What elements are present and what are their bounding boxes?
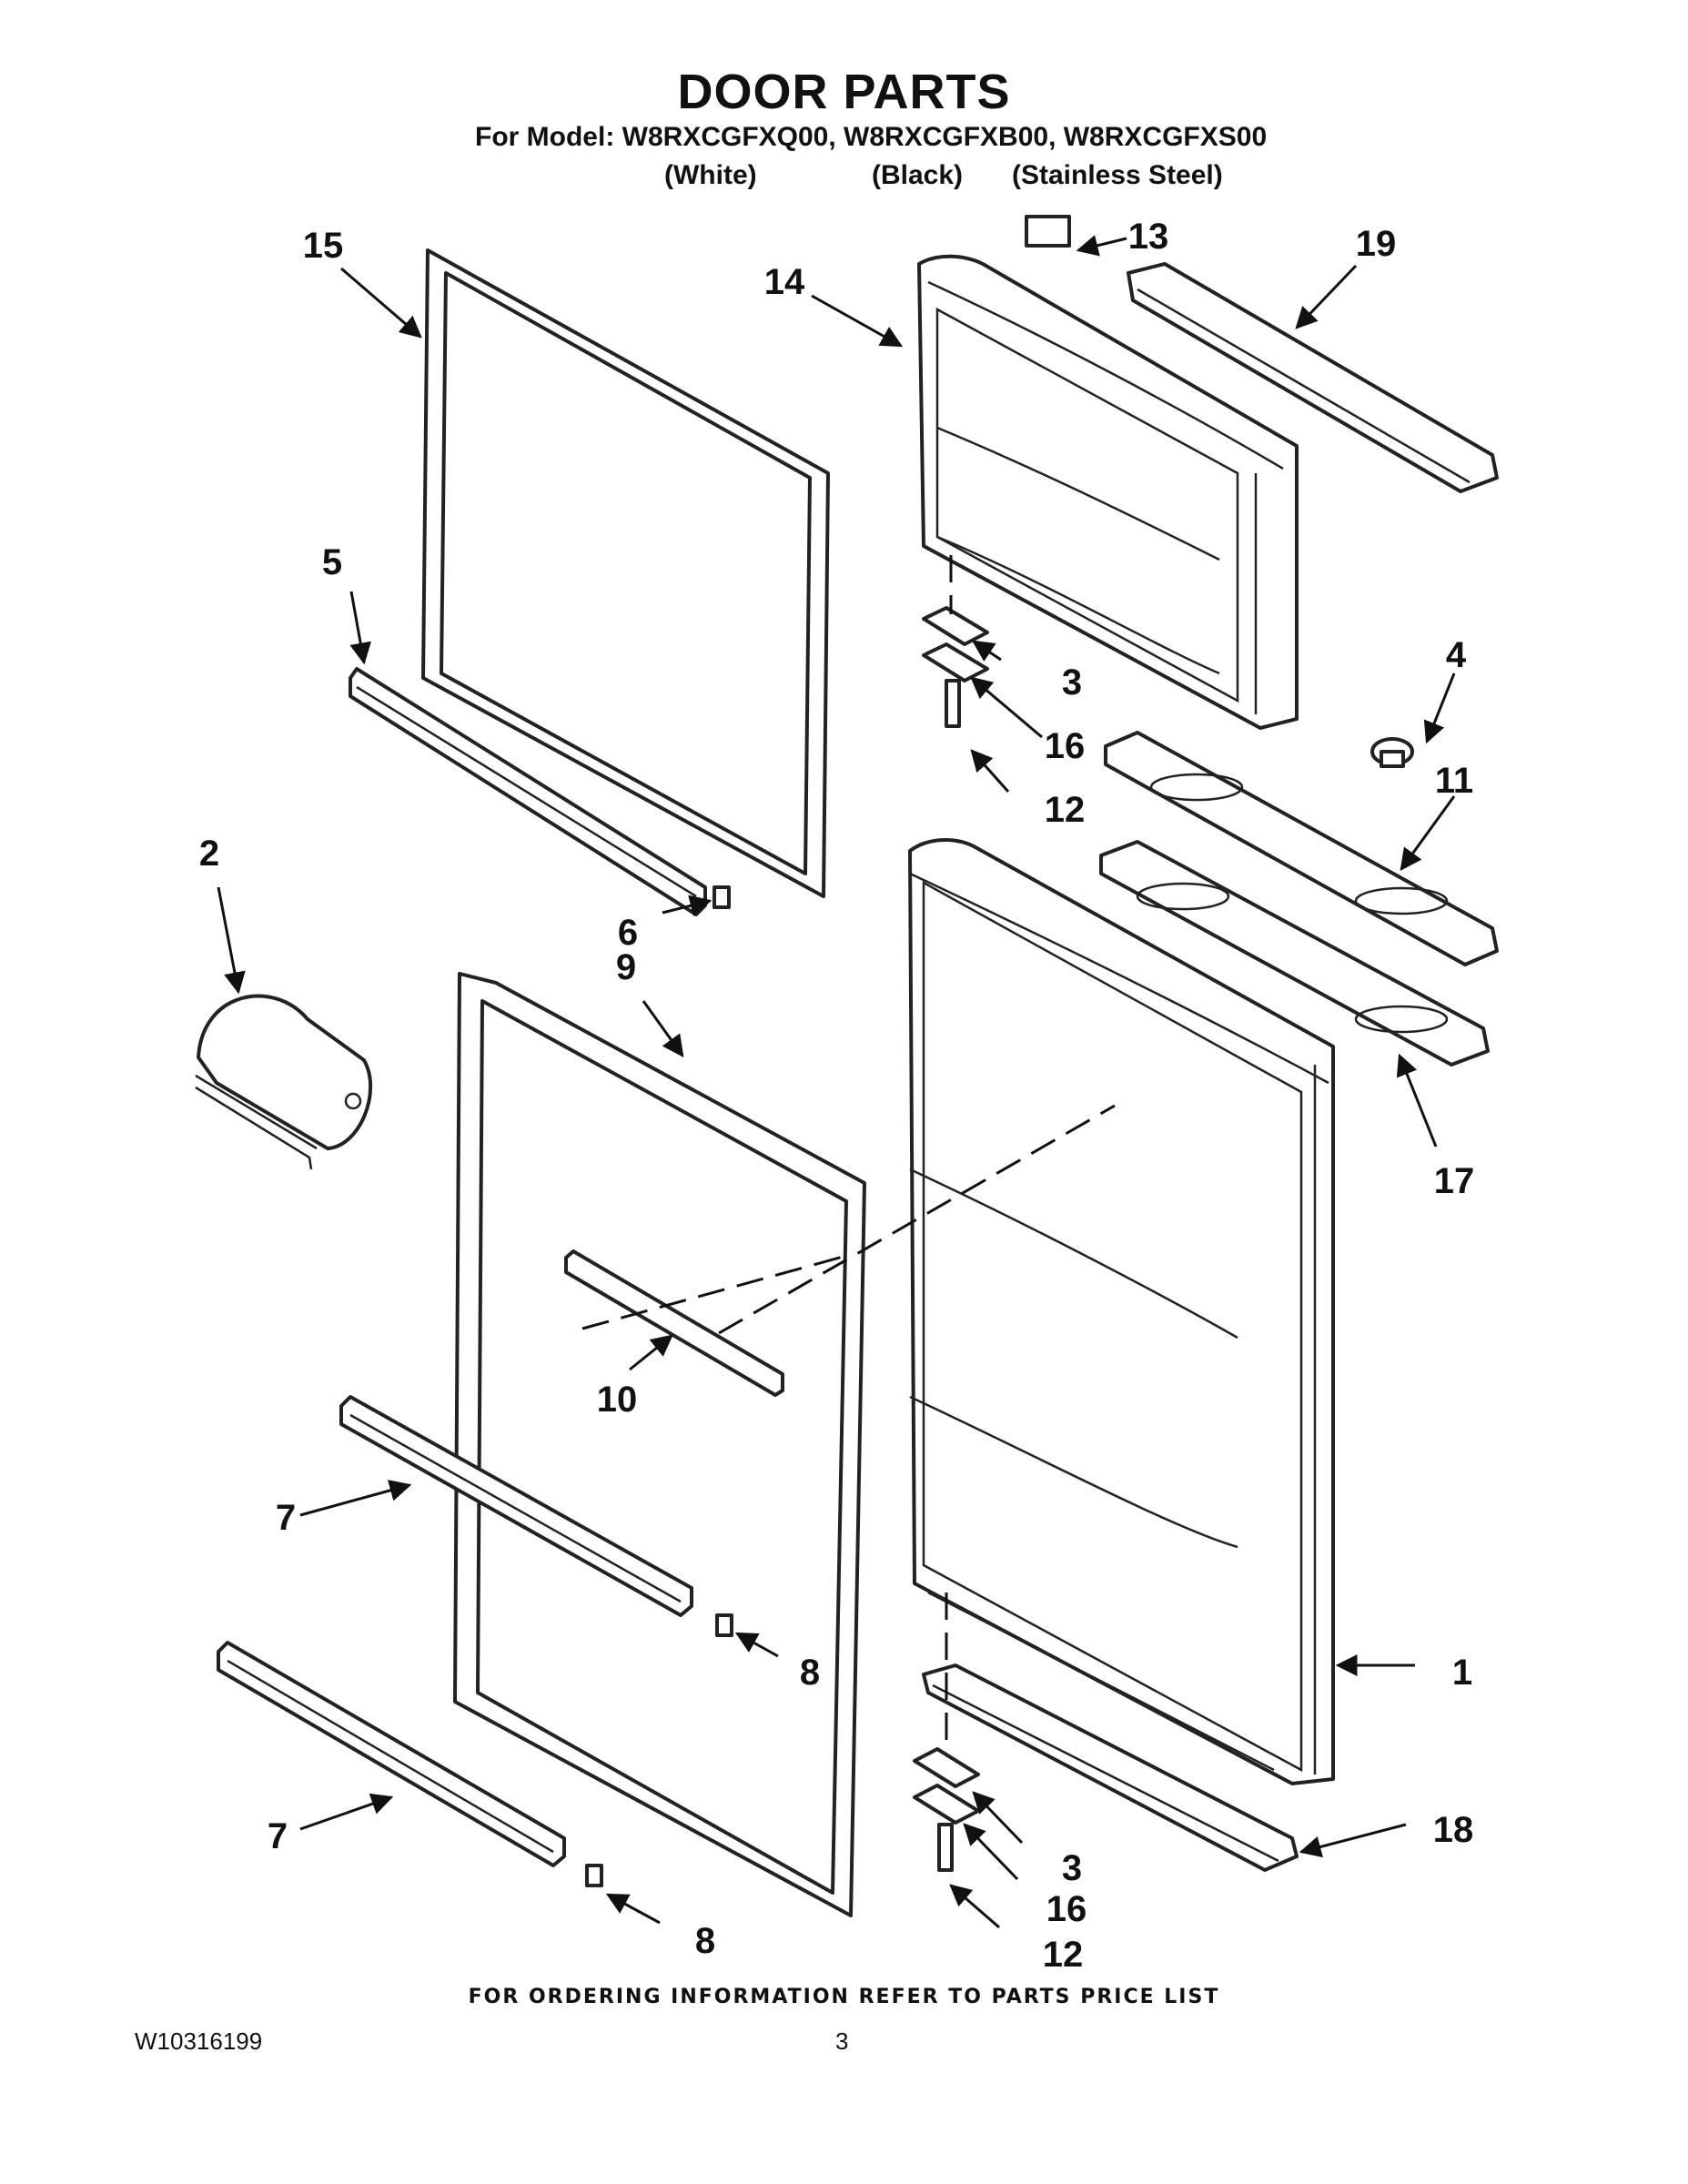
part-15-freezer-gasket: [421, 248, 830, 898]
part-18-lower-trim: [922, 1663, 1299, 1872]
callout-16-lower: 16: [1046, 1889, 1087, 1929]
part-19-trim: [1127, 262, 1499, 493]
callout-1: 1: [1451, 1653, 1473, 1693]
part-11-freezer-handle: [1104, 731, 1499, 966]
callout-2: 2: [198, 834, 220, 874]
callout-leaders: [217, 235, 1456, 1929]
part-7-strip-upper: [339, 1395, 693, 1617]
part-1-fresh-food-door: [908, 838, 1335, 1785]
upper-hinge-assembly: [922, 555, 989, 728]
callout-16-upper: 16: [1044, 726, 1086, 766]
callout-18: 18: [1432, 1810, 1474, 1850]
callout-12-lower: 12: [1042, 1935, 1084, 1975]
callout-3-lower: 3: [1061, 1848, 1083, 1888]
ordering-note: FOR ORDERING INFORMATION REFER TO PARTS …: [468, 1986, 1220, 2008]
callout-11: 11: [1434, 761, 1474, 801]
page-number: 3: [835, 2027, 849, 2055]
callout-5: 5: [321, 542, 343, 582]
finish-white: (White): [664, 160, 757, 190]
callout-4: 4: [1445, 635, 1467, 675]
part-6-clip: [713, 885, 731, 909]
part-8-clip-upper: [715, 1613, 733, 1637]
callout-7-lower: 7: [267, 1816, 288, 1856]
callout-8-lower: 8: [694, 1921, 716, 1961]
part-13-label: [1025, 215, 1071, 248]
callout-15: 15: [302, 226, 344, 266]
finish-black: (Black): [872, 160, 964, 190]
callout-7-upper: 7: [275, 1498, 297, 1538]
model-subtitle: For Model: W8RXCGFXQ00, W8RXCGFXB00, W8R…: [475, 122, 1268, 152]
part-7-strip-lower: [217, 1641, 566, 1867]
document-number: W10316199: [135, 2027, 263, 2055]
callout-17: 17: [1433, 1161, 1475, 1201]
part-4-plug: [1370, 737, 1414, 768]
callout-9: 9: [615, 947, 637, 987]
callout-10: 10: [596, 1380, 638, 1420]
callout-8-upper: 8: [799, 1653, 821, 1693]
page-title: DOOR PARTS: [677, 65, 1011, 119]
part-9-fresh-food-gasket: [453, 972, 866, 1917]
callout-12-upper: 12: [1044, 790, 1086, 830]
part-8-clip-lower: [585, 1864, 603, 1887]
callout-19: 19: [1355, 224, 1397, 264]
callout-3-upper: 3: [1061, 662, 1083, 703]
part-17-fresh-food-handle: [1099, 840, 1490, 1067]
part-14-freezer-door: [917, 254, 1299, 730]
part-2-dairy-door: [195, 994, 373, 1170]
finish-stainless: (Stainless Steel): [1012, 160, 1223, 190]
part-10-strip: [564, 1104, 1116, 1397]
callout-6: 6: [617, 913, 639, 953]
callout-14: 14: [763, 262, 805, 302]
callout-13: 13: [1127, 217, 1169, 257]
